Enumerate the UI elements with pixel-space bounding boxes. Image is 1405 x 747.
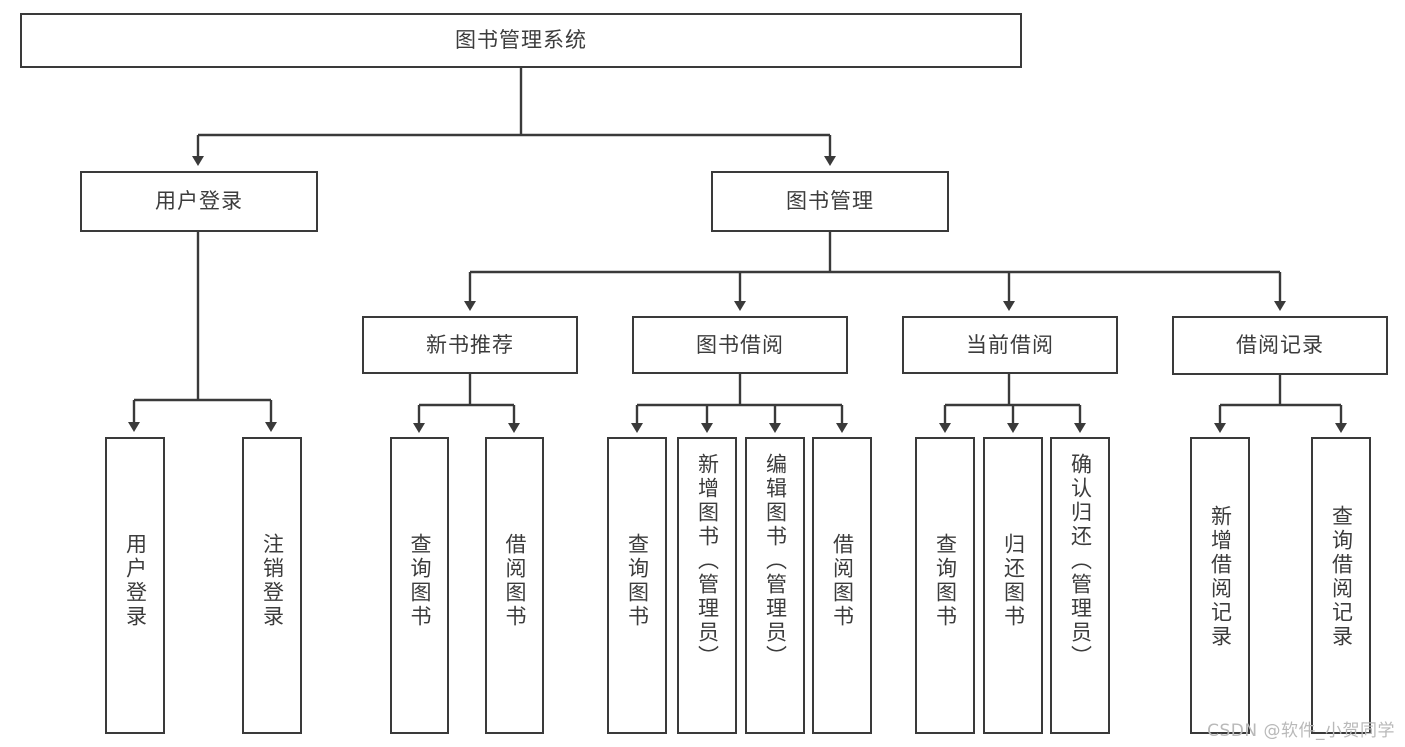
node-book-borrow[interactable]: 图书借阅 <box>632 316 848 374</box>
leaf-current-query-book[interactable]: 查询图书 <box>915 437 975 734</box>
leaf-borrow-borrow-book[interactable]: 借阅图书 <box>812 437 872 734</box>
node-user-login[interactable]: 用户登录 <box>80 171 318 232</box>
leaf-label: 归还图书 <box>1001 533 1026 629</box>
leaf-label: 借阅图书 <box>503 533 527 629</box>
leaf-user-login-login[interactable]: 用户登录 <box>105 437 165 734</box>
node-current-borrow-label: 当前借阅 <box>966 332 1054 357</box>
node-book-management-label: 图书管理 <box>786 189 874 214</box>
node-root-label: 图书管理系统 <box>455 28 587 53</box>
leaf-new-book-borrow[interactable]: 借阅图书 <box>485 437 544 734</box>
leaf-current-confirm-return[interactable]: 确认归还（管理员） <box>1050 437 1110 734</box>
leaf-label: 注销登录 <box>260 533 285 629</box>
leaf-label: 新增借阅记录 <box>1208 505 1233 649</box>
leaf-label: 查询图书 <box>625 533 650 629</box>
node-new-book-recommend-label: 新书推荐 <box>426 332 514 357</box>
node-root[interactable]: 图书管理系统 <box>20 13 1022 68</box>
leaf-record-query[interactable]: 查询借阅记录 <box>1311 437 1371 734</box>
leaf-label: 新增图书（管理员） <box>695 453 720 669</box>
leaf-record-add[interactable]: 新增借阅记录 <box>1190 437 1250 734</box>
node-new-book-recommend[interactable]: 新书推荐 <box>362 316 578 374</box>
leaf-borrow-query-book[interactable]: 查询图书 <box>607 437 667 734</box>
leaf-label: 查询图书 <box>933 533 958 629</box>
leaf-label: 借阅图书 <box>830 533 855 629</box>
leaf-label: 编辑图书（管理员） <box>763 453 788 669</box>
leaf-borrow-edit-book[interactable]: 编辑图书（管理员） <box>745 437 805 734</box>
node-borrow-record-label: 借阅记录 <box>1236 333 1324 358</box>
watermark: CSDN @软件_小贺同学 <box>1207 721 1395 741</box>
leaf-label: 确认归还（管理员） <box>1068 453 1093 669</box>
node-borrow-record[interactable]: 借阅记录 <box>1172 316 1388 375</box>
leaf-label: 查询图书 <box>408 533 432 629</box>
leaf-borrow-add-book[interactable]: 新增图书（管理员） <box>677 437 737 734</box>
node-book-management[interactable]: 图书管理 <box>711 171 949 232</box>
node-book-borrow-label: 图书借阅 <box>696 332 784 357</box>
leaf-label: 查询借阅记录 <box>1329 505 1354 649</box>
leaf-user-login-logout[interactable]: 注销登录 <box>242 437 302 734</box>
node-user-login-label: 用户登录 <box>155 189 243 214</box>
leaf-current-return-book[interactable]: 归还图书 <box>983 437 1043 734</box>
node-current-borrow[interactable]: 当前借阅 <box>902 316 1118 374</box>
leaf-label: 用户登录 <box>123 533 148 629</box>
leaf-new-book-query[interactable]: 查询图书 <box>390 437 449 734</box>
